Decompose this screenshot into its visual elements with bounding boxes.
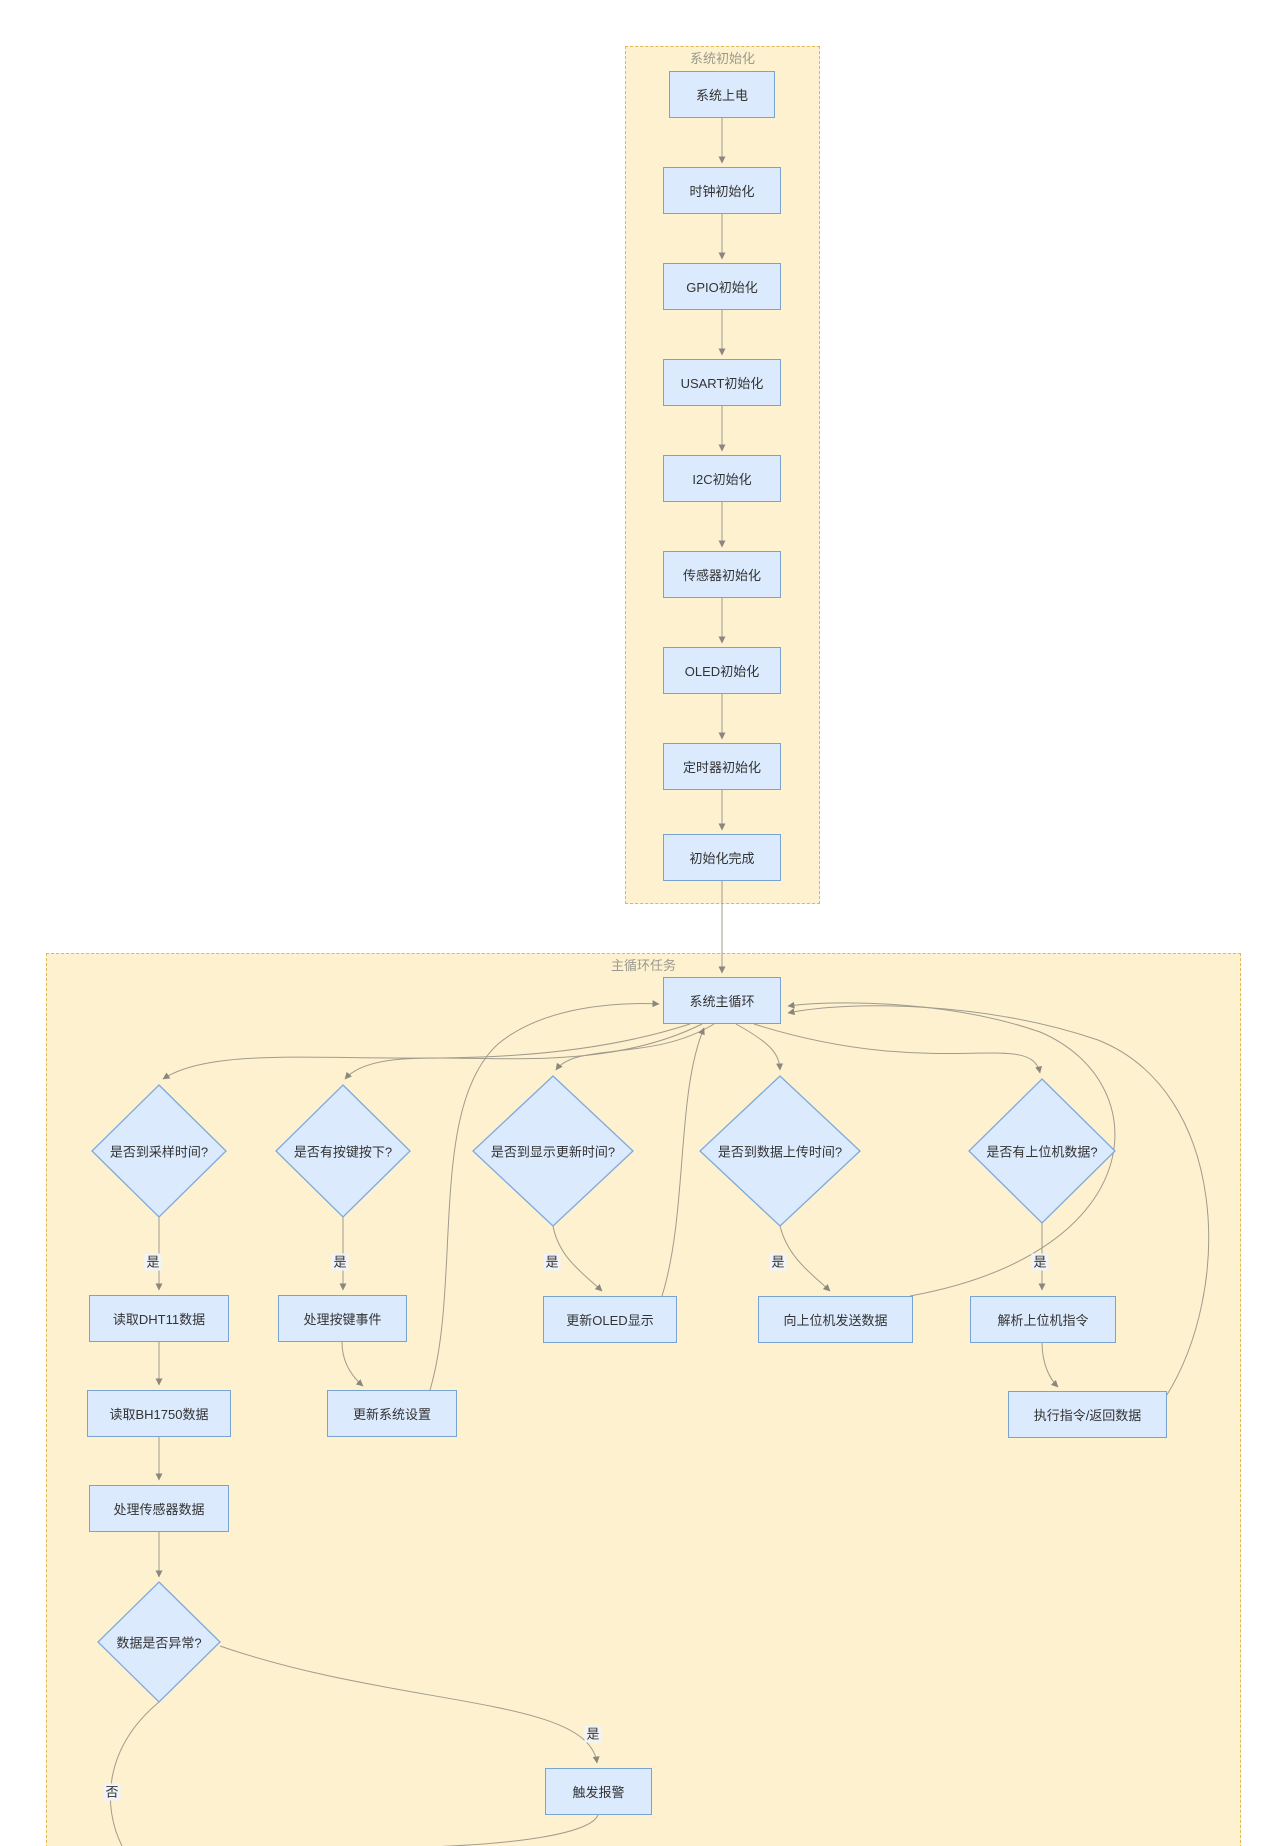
diamond-data-upload	[699, 1075, 861, 1227]
node-clock-init: 时钟初始化	[663, 167, 781, 214]
label-yes-alarm: 是	[584, 1725, 602, 1743]
node-trigger-alarm: 触发报警	[545, 1768, 652, 1815]
decision-key-pressed-label: 是否有按键按下?	[293, 1144, 393, 1160]
decision-data-upload-label: 是否到数据上传时间?	[717, 1144, 843, 1160]
node-read-dht11: 读取DHT11数据	[89, 1295, 229, 1342]
node-process-sensor-data: 处理传感器数据	[89, 1485, 229, 1532]
edges-fan-out	[162, 1023, 1042, 1080]
node-read-bh1750: 读取BH1750数据	[87, 1390, 231, 1437]
decision-data-anomaly-label: 数据是否异常?	[116, 1635, 202, 1651]
node-usart-init: USART初始化	[663, 359, 781, 406]
node-i2c-init: I2C初始化	[663, 455, 781, 502]
diamond-display-update	[472, 1075, 634, 1227]
decision-diamonds	[91, 1075, 1116, 1703]
node-gpio-init: GPIO初始化	[663, 263, 781, 310]
node-sensor-init: 传感器初始化	[663, 551, 781, 598]
edges-yes-branches	[155, 1217, 1046, 1764]
node-timer-init: 定时器初始化	[663, 743, 781, 790]
label-yes-sampling: 是	[144, 1253, 162, 1271]
node-init-done: 初始化完成	[663, 834, 781, 881]
node-main-loop: 系统主循环	[663, 977, 781, 1024]
node-send-data-to-host: 向上位机发送数据	[758, 1296, 913, 1343]
diamond-data-anomaly	[97, 1581, 221, 1703]
label-yes-key: 是	[331, 1253, 349, 1271]
node-update-settings: 更新系统设置	[327, 1390, 457, 1437]
node-update-oled: 更新OLED显示	[543, 1296, 677, 1343]
diamond-sampling-time	[91, 1084, 227, 1218]
node-handle-key-event: 处理按键事件	[278, 1295, 407, 1342]
node-oled-init: OLED初始化	[663, 647, 781, 694]
node-parse-host-command: 解析上位机指令	[970, 1296, 1116, 1343]
decision-display-update-label: 是否到显示更新时间?	[490, 1144, 616, 1160]
diamond-host-data	[968, 1078, 1116, 1224]
label-yes-upload: 是	[769, 1253, 787, 1271]
decision-host-data-label: 是否有上位机数据?	[986, 1144, 1098, 1160]
node-exec-command-return-data: 执行指令/返回数据	[1008, 1391, 1167, 1438]
decision-sampling-time-label: 是否到采样时间?	[109, 1144, 209, 1160]
label-no-anomaly: 否	[103, 1783, 121, 1801]
diamond-key-pressed	[275, 1084, 411, 1218]
label-yes-host: 是	[1031, 1253, 1049, 1271]
edges-sensor-chain	[155, 1341, 1059, 1578]
label-yes-display: 是	[543, 1253, 561, 1271]
node-power-on: 系统上电	[669, 71, 775, 118]
